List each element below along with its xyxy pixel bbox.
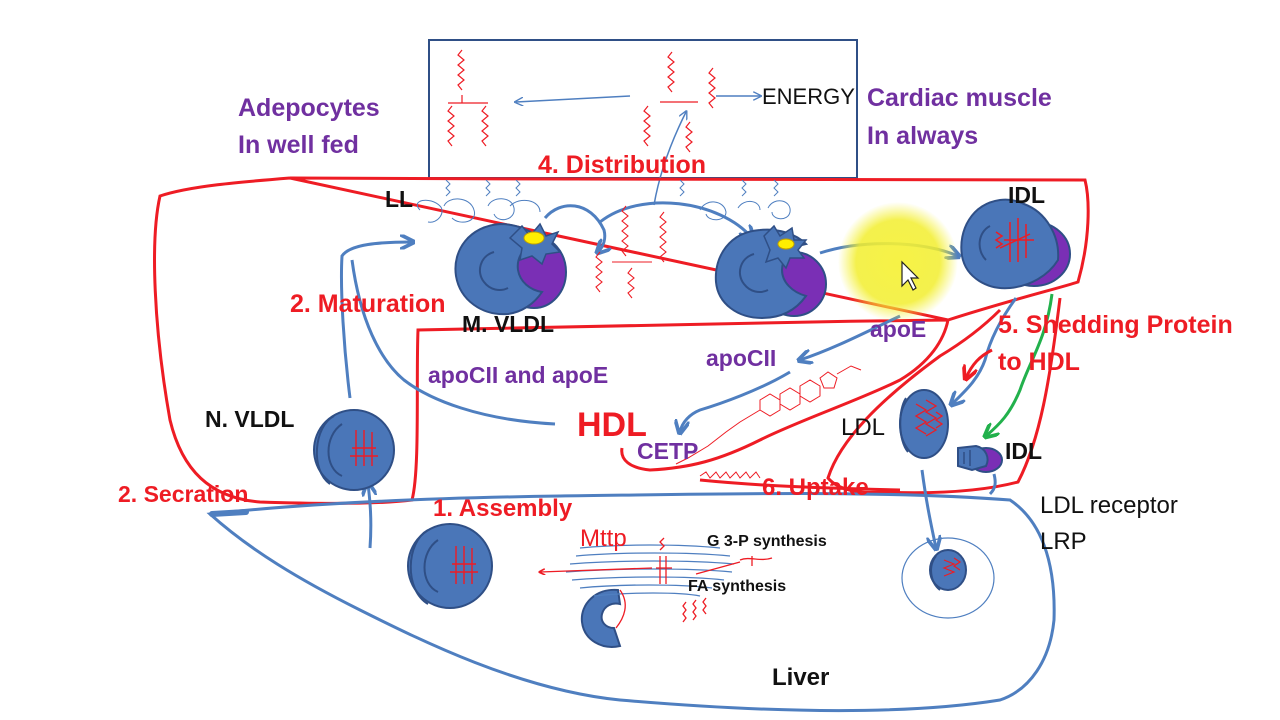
ldl-receptor-label: LDL receptor bbox=[1040, 492, 1178, 519]
liver-outline bbox=[206, 492, 1056, 713]
lrp-label: LRP bbox=[1040, 528, 1087, 555]
blood-vessel-outline bbox=[153, 176, 1090, 505]
assembly-particle bbox=[407, 523, 493, 609]
red-arrow-shedding bbox=[966, 348, 993, 378]
m-vldl-label: M. VLDL bbox=[462, 311, 554, 337]
assembly-label: 1. Assembly bbox=[433, 495, 573, 522]
n-vldl-label: N. VLDL bbox=[205, 406, 295, 432]
liver-label: Liver bbox=[772, 664, 830, 691]
idl-particle-top bbox=[960, 198, 1071, 290]
secretion-mark bbox=[209, 509, 249, 517]
mttp-label: Mttp bbox=[580, 525, 627, 552]
well-fed-label: In well fed bbox=[238, 131, 359, 159]
apocii-label: apoCII bbox=[706, 345, 777, 371]
vldl-processing-particle bbox=[714, 224, 827, 320]
n-vldl-particle bbox=[313, 409, 395, 491]
cholesterol-structure bbox=[675, 365, 862, 465]
blood-vessel-bottom bbox=[699, 478, 901, 492]
transport-arrows bbox=[339, 201, 1018, 548]
apoe-label: apoE bbox=[870, 316, 927, 342]
ll-label: LL bbox=[385, 186, 414, 212]
cursor-highlight bbox=[838, 202, 958, 322]
triglyceride-squiggles-top bbox=[447, 49, 716, 153]
blood-vessel-inner-loop bbox=[826, 297, 1062, 495]
idl-bottom-label: IDL bbox=[1005, 438, 1043, 464]
ldl-particle bbox=[899, 389, 949, 459]
mttp-lipid-loading bbox=[540, 537, 773, 629]
m-vldl-particle bbox=[454, 222, 567, 316]
released-fatty-acids bbox=[595, 205, 667, 299]
mouse-pointer-icon bbox=[901, 260, 920, 291]
uptake-arrow-up bbox=[653, 112, 686, 206]
ldl-label: LDL bbox=[841, 414, 886, 441]
green-arrow-idl bbox=[986, 293, 1054, 436]
apocii-and-apoe-label: apoCII and apoE bbox=[428, 362, 609, 388]
adipose-arrow bbox=[516, 95, 631, 102]
secretion-label: 2. Secration bbox=[118, 481, 249, 507]
in-always-label: In always bbox=[867, 122, 979, 150]
energy-label: ENERGY bbox=[762, 84, 855, 109]
adepocytes-label: Adepocytes bbox=[238, 94, 380, 122]
g3p-synthesis-label: G 3-P synthesis bbox=[707, 533, 827, 550]
fa-synthesis-label: FA synthesis bbox=[688, 578, 787, 595]
hdl-label: HDL bbox=[577, 406, 647, 444]
idl-particle-small bbox=[957, 444, 1003, 473]
cardiac-muscle-label: Cardiac muscle bbox=[867, 84, 1052, 112]
cetp-label: CETP bbox=[637, 438, 699, 464]
to-hdl-label: to HDL bbox=[998, 348, 1080, 376]
maturation-label: 2. Maturation bbox=[290, 290, 446, 318]
shedding-protein-label: 5. Shedding Protein bbox=[998, 311, 1233, 339]
hdl-cholesterol-transfer bbox=[699, 471, 761, 479]
distribution-label: 4. Distribution bbox=[538, 151, 707, 179]
apob-fragment bbox=[580, 588, 622, 648]
capillary-endothelium-coils bbox=[417, 179, 791, 223]
uptake-label: 6. Uptake bbox=[762, 474, 869, 501]
idl-top-label: IDL bbox=[1008, 182, 1046, 208]
endocytosed-ldl-particle bbox=[901, 537, 995, 619]
